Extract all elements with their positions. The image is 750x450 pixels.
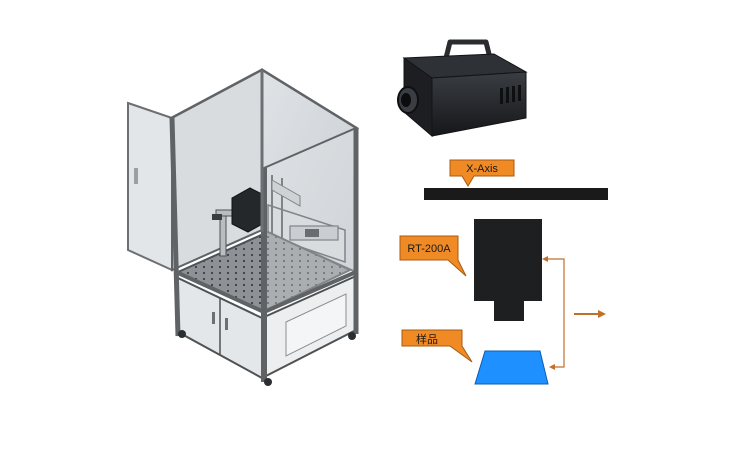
x-axis-label: X-Axis — [466, 163, 498, 175]
camera-handle — [443, 39, 493, 59]
signal-loop-arrow — [542, 256, 565, 370]
output-arrow — [574, 310, 606, 318]
sample-callout: 样品 — [401, 329, 473, 363]
sample-label: 样品 — [416, 332, 438, 346]
sample-block — [474, 350, 549, 385]
imaging-colorimeter-camera-icon — [397, 39, 528, 138]
caster-wheel — [264, 378, 272, 386]
cabinet-handle — [225, 318, 228, 330]
xy-stage — [267, 175, 346, 264]
enclosure-door — [127, 101, 173, 272]
measurement-enclosure-icon — [127, 68, 360, 386]
x-axis-callout: X-Axis — [449, 159, 515, 187]
rt200a-callout: RT-200A — [399, 235, 467, 277]
rt200a-label: RT-200A — [407, 243, 451, 255]
cabinet-handle — [212, 312, 215, 324]
door-handle — [134, 168, 138, 184]
x-axis-rail — [424, 188, 608, 200]
mounted-camera — [212, 187, 267, 257]
camera-vent — [500, 85, 521, 104]
caster-wheel — [348, 332, 356, 340]
rt200a-camera-block — [474, 219, 542, 321]
caster-wheel — [178, 330, 186, 338]
